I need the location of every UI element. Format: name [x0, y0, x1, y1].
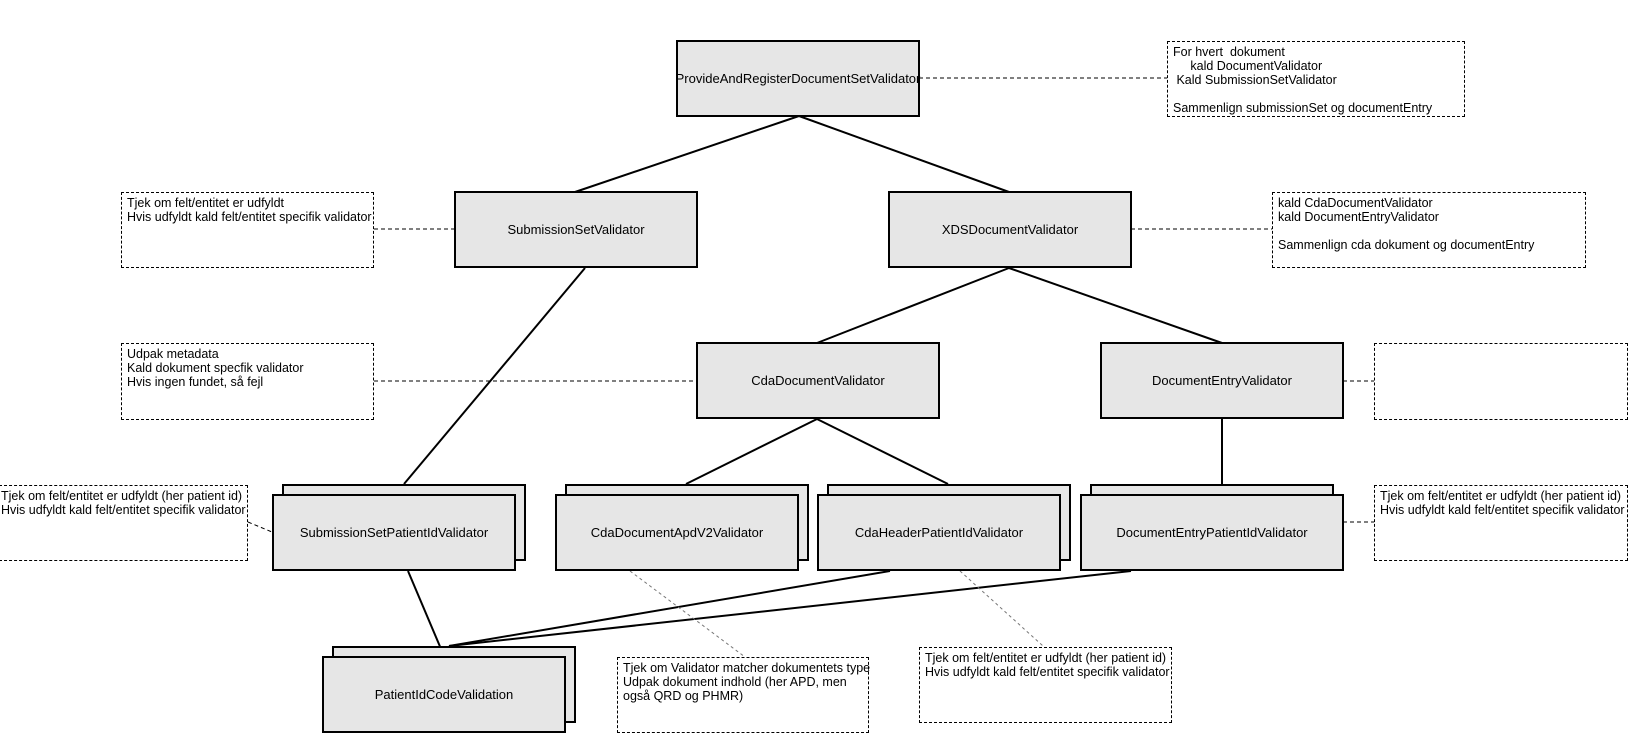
- note-documententrypatientid: Tjek om felt/entitet er udfyldt (her pat…: [1374, 485, 1628, 561]
- edge-headerpatientid-patientidcode: [448, 570, 891, 647]
- edge-cdadocument-apdv2: [685, 418, 818, 485]
- note-headerpatientid: Tjek om felt/entitet er udfyldt (her pat…: [919, 647, 1172, 723]
- edge-submissionset-submissionsetpatientid: [403, 267, 586, 485]
- node-xds-document-validator[interactable]: XDSDocumentValidator: [888, 191, 1132, 268]
- edge-provide-submissionset: [574, 115, 800, 193]
- node-document-entry-patient-id-validator[interactable]: DocumentEntryPatientIdValidator: [1080, 494, 1344, 571]
- node-label: PatientIdCodeValidation: [374, 687, 514, 702]
- edge-cdadocument-headerpatientid: [816, 418, 949, 485]
- edge-documententrypatientid-patientidcode: [448, 570, 1132, 647]
- node-document-entry-validator[interactable]: DocumentEntryValidator: [1100, 342, 1344, 419]
- node-label: DocumentEntryPatientIdValidator: [1116, 525, 1308, 540]
- note-documententry: [1374, 343, 1628, 420]
- node-submission-set-validator[interactable]: SubmissionSetValidator: [454, 191, 698, 268]
- node-label: DocumentEntryValidator: [1152, 373, 1292, 388]
- node-label: XDSDocumentValidator: [941, 222, 1079, 237]
- node-label: SubmissionSetValidator: [507, 222, 645, 237]
- node-patient-id-code-validation[interactable]: PatientIdCodeValidation: [322, 656, 566, 733]
- note-apdv2: Tjek om Validator matcher dokumentets ty…: [617, 657, 870, 733]
- node-label: ProvideAndRegisterDocumentSetValidator: [675, 71, 921, 86]
- edge-xdsdocument-cdadocument: [816, 267, 1010, 344]
- note-link-apdv2: [629, 570, 746, 658]
- note-submissionsetpatientid: Tjek om felt/entitet er udfyldt (her pat…: [0, 485, 248, 561]
- node-label: SubmissionSetPatientIdValidator: [299, 525, 489, 540]
- note-submissionset: Tjek om felt/entitet er udfyldt Hvis udf…: [121, 192, 374, 268]
- node-label: CdaDocumentApdV2Validator: [590, 525, 764, 540]
- note-link-submissionsetpatientid: [247, 521, 273, 533]
- edge-xdsdocument-documententry: [1008, 267, 1223, 344]
- edge-provide-xdsdocument: [798, 115, 1010, 193]
- node-label: CdaHeaderPatientIdValidator: [854, 525, 1024, 540]
- node-provide-and-register-document-set-validator[interactable]: ProvideAndRegisterDocumentSetValidator: [676, 40, 920, 117]
- note-provide: For hvert dokument kald DocumentValidato…: [1167, 41, 1465, 117]
- note-cdadocument: Udpak metadata Kald dokument specfik val…: [121, 343, 374, 420]
- node-cda-header-patient-id-validator[interactable]: CdaHeaderPatientIdValidator: [817, 494, 1061, 571]
- node-cda-document-apd-v2-validator[interactable]: CdaDocumentApdV2Validator: [555, 494, 799, 571]
- node-submission-set-patient-id-validator[interactable]: SubmissionSetPatientIdValidator: [272, 494, 516, 571]
- node-label: CdaDocumentValidator: [751, 373, 885, 388]
- note-link-headerpatientid: [959, 570, 1044, 647]
- edge-submissionsetpatientid-patientidcode: [407, 570, 445, 657]
- node-cda-document-validator[interactable]: CdaDocumentValidator: [696, 342, 940, 419]
- note-xdsdocument: kald CdaDocumentValidator kald DocumentE…: [1272, 192, 1586, 268]
